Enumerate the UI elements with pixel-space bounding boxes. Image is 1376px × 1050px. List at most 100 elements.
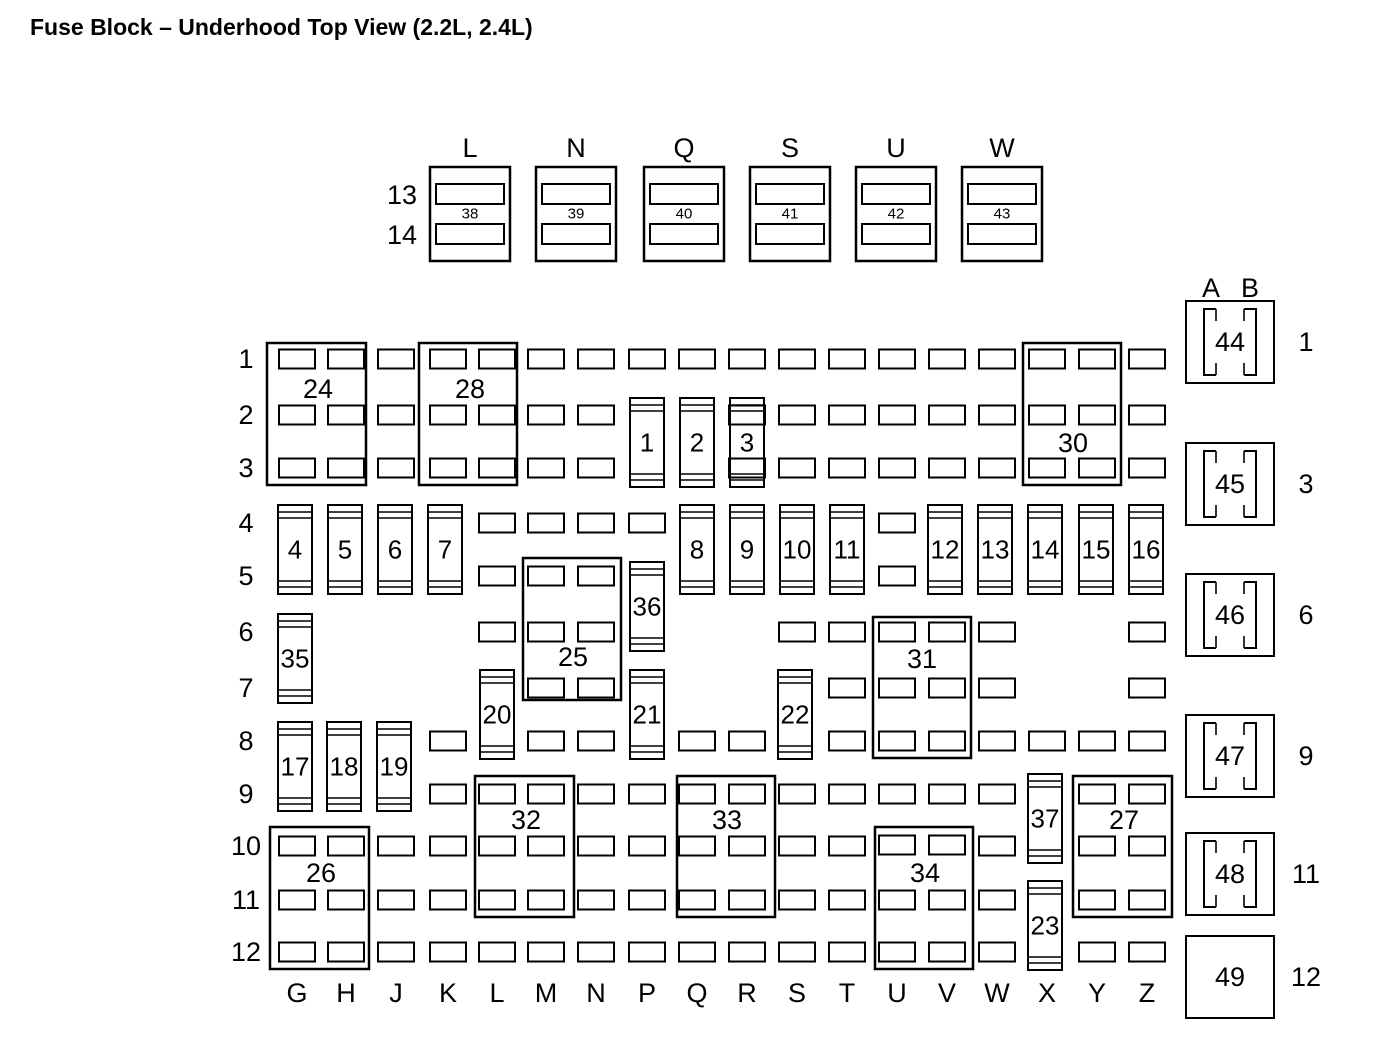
side-relay-45-bracket-left (1203, 450, 1216, 518)
terminal-slot-M7 (527, 677, 565, 699)
terminal-slot-M6 (527, 621, 565, 643)
side-row-label-3: 3 (1298, 469, 1313, 499)
relay-41-terminal-lower (755, 223, 825, 245)
column-label-Z: Z (1139, 978, 1156, 1008)
minifuse-9-frame (729, 504, 765, 595)
relay-24-frame (265, 341, 368, 487)
relay-38-terminal-upper (435, 183, 505, 205)
relay-30-frame (1021, 341, 1123, 487)
side-row-label-11: 11 (1292, 859, 1320, 889)
top-column-label-Q: Q (673, 133, 694, 163)
terminal-slot-N9 (577, 783, 615, 805)
column-label-H: H (336, 978, 356, 1008)
terminal-slot-P12 (628, 941, 666, 963)
row-label-12: 12 (231, 937, 261, 967)
minifuse-21-label: 21 (633, 700, 662, 730)
row-label-4: 4 (238, 508, 253, 538)
side-relay-47-bracket-right (1244, 722, 1257, 790)
column-label-U: U (887, 978, 907, 1008)
terminal-slot-V9 (928, 783, 966, 805)
minifuse-11-label: 11 (834, 535, 861, 565)
terminal-slot-T2 (828, 404, 866, 426)
minifuse-15-frame (1078, 504, 1114, 595)
relay-43-terminal-lower (967, 223, 1037, 245)
side-relay-46-bracket-left (1203, 581, 1216, 649)
terminal-slot-G12 (278, 941, 316, 963)
terminal-slot-U4 (878, 512, 916, 534)
terminal-slot-N11 (577, 889, 615, 911)
terminal-slot-H1 (327, 348, 365, 370)
terminal-slot-Y2 (1078, 404, 1116, 426)
side-relay-46-label: 46 (1215, 600, 1245, 630)
side-relay-44-bracket-right (1244, 308, 1257, 376)
terminal-slot-Z9 (1128, 783, 1166, 805)
terminal-slot-R9 (728, 783, 766, 805)
minifuse-1-frame (629, 397, 665, 488)
terminal-slot-U6 (878, 621, 916, 643)
relay-42-frame (854, 165, 938, 263)
top-row-label-14: 14 (387, 220, 417, 250)
terminal-slot-Z10 (1128, 835, 1166, 857)
terminal-slot-T6 (828, 621, 866, 643)
minifuse-37-label: 37 (1031, 804, 1060, 834)
terminal-slot-T1 (828, 348, 866, 370)
terminal-slot-S1 (778, 348, 816, 370)
terminal-slot-U11 (878, 889, 916, 911)
terminal-slot-T7 (828, 677, 866, 699)
row-label-6: 6 (238, 617, 253, 647)
top-column-label-L: L (462, 133, 477, 163)
top-column-label-W: W (989, 133, 1015, 163)
minifuse-35-frame (277, 613, 313, 704)
terminal-slot-S11 (778, 889, 816, 911)
row-label-3: 3 (238, 453, 253, 483)
terminal-slot-K3 (429, 457, 467, 479)
side-header-A: A (1202, 273, 1220, 303)
row-label-8: 8 (238, 726, 253, 756)
terminal-slot-L5 (478, 565, 516, 587)
terminal-slot-V2 (928, 404, 966, 426)
terminal-slot-W10 (978, 835, 1016, 857)
column-label-Y: Y (1088, 978, 1106, 1008)
relay-38-label: 38 (462, 206, 479, 223)
terminal-slot-W9 (978, 783, 1016, 805)
side-row-label-12: 12 (1291, 962, 1321, 992)
relay-41-frame (748, 165, 832, 263)
terminal-slot-Z1 (1128, 348, 1166, 370)
minifuse-20-frame (479, 669, 515, 760)
side-row-label-9: 9 (1298, 741, 1313, 771)
terminal-slot-K12 (429, 941, 467, 963)
minifuse-6-label: 6 (388, 535, 402, 565)
terminal-slot-Q9 (678, 783, 716, 805)
terminal-slot-W2 (978, 404, 1016, 426)
terminal-slot-U8 (878, 730, 916, 752)
terminal-slot-Z3 (1128, 457, 1166, 479)
terminal-slot-K10 (429, 835, 467, 857)
terminal-slot-N1 (577, 348, 615, 370)
terminal-slot-J10 (377, 835, 415, 857)
terminal-slot-W1 (978, 348, 1016, 370)
terminal-slot-U9 (878, 783, 916, 805)
terminal-slot-S12 (778, 941, 816, 963)
terminal-slot-L10 (478, 835, 516, 857)
terminal-slot-N5 (577, 565, 615, 587)
terminal-slot-P1 (628, 348, 666, 370)
relay-25-frame (521, 556, 623, 702)
terminal-slot-R11 (728, 889, 766, 911)
terminal-slot-L6 (478, 621, 516, 643)
terminal-slot-T3 (828, 457, 866, 479)
relay-34-frame (873, 825, 975, 971)
relay-42-label: 42 (888, 206, 905, 223)
terminal-slot-Y9 (1078, 783, 1116, 805)
relay-42-terminal-lower (861, 223, 931, 245)
terminal-slot-R12 (728, 941, 766, 963)
terminal-slot-U5 (878, 565, 916, 587)
minifuse-2-frame (679, 397, 715, 488)
terminal-slot-R8 (728, 730, 766, 752)
row-label-9: 9 (238, 779, 253, 809)
terminal-slot-K1 (429, 348, 467, 370)
terminal-slot-Q8 (678, 730, 716, 752)
minifuse-14-frame (1027, 504, 1063, 595)
minifuse-20-label: 20 (483, 700, 512, 730)
terminal-slot-K9 (429, 783, 467, 805)
minifuse-1-label: 1 (640, 428, 654, 458)
